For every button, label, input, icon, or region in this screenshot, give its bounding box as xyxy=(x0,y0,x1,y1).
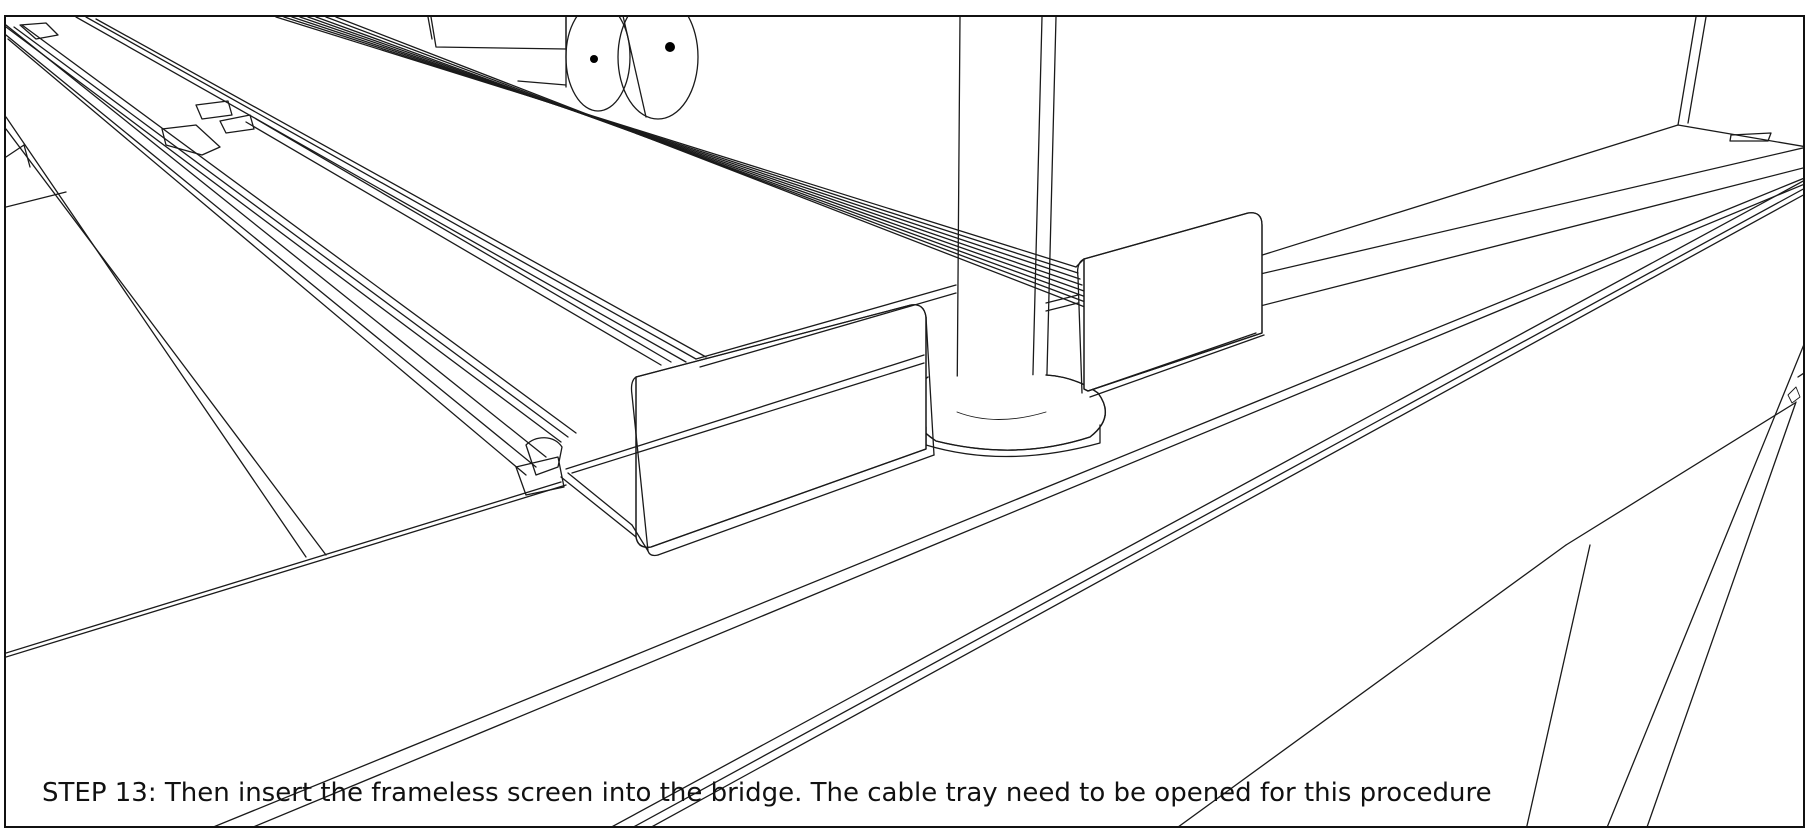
desk-body-panels xyxy=(1178,345,1803,826)
left-screen-bracket xyxy=(560,304,935,557)
diagram-frame xyxy=(4,15,1805,828)
upper-center-rail xyxy=(275,17,1091,310)
left-slot xyxy=(19,22,59,40)
left-long-rail xyxy=(75,17,707,366)
step-caption: STEP 13: Then insert the frameless scree… xyxy=(42,778,1492,808)
cable-tray xyxy=(565,284,1079,474)
left-front-rail xyxy=(6,24,577,496)
left-desk-edge xyxy=(6,24,547,558)
right-screen-bracket xyxy=(1075,212,1265,398)
pole-base xyxy=(908,374,1106,458)
top-clamp-disc xyxy=(427,17,699,120)
assembly-line-drawing xyxy=(6,17,1803,826)
back-wall xyxy=(1255,17,1803,258)
vertical-pole xyxy=(956,17,1057,421)
